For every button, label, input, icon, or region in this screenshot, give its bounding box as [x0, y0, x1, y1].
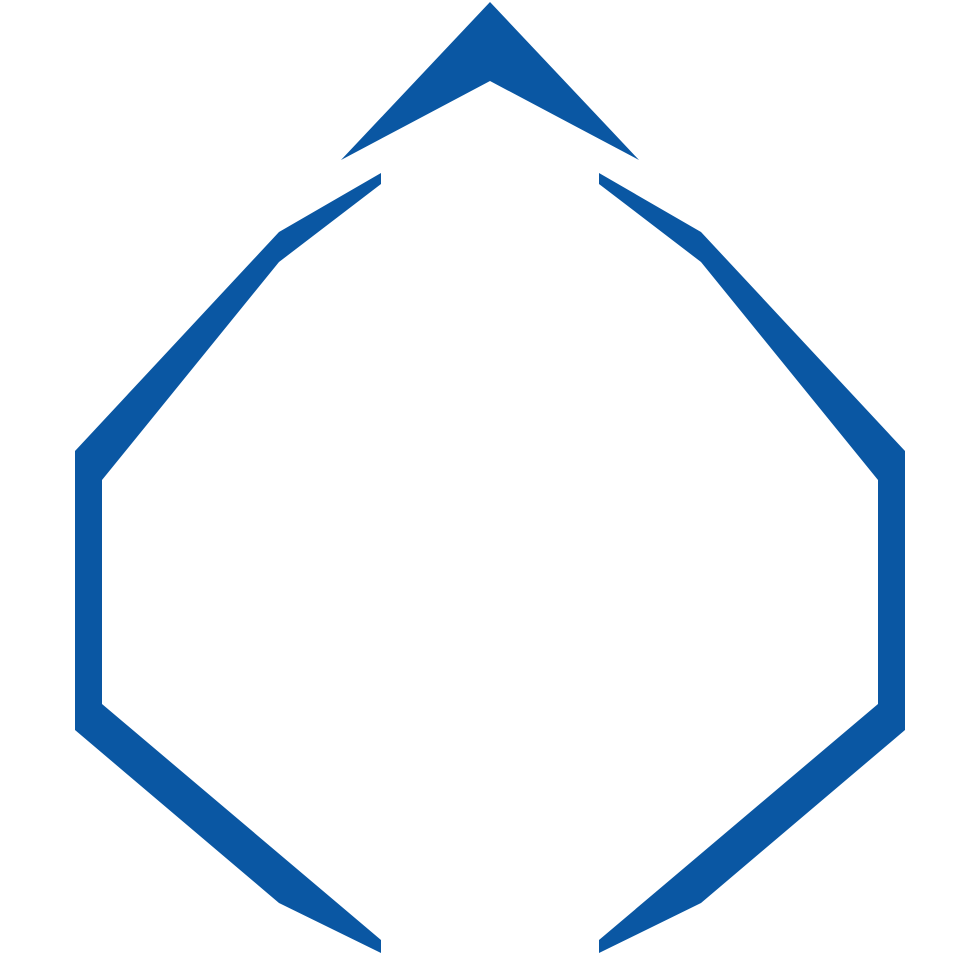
outer-left-side	[75, 173, 381, 953]
outer-top-chevron	[341, 2, 639, 160]
outer-right-side	[599, 173, 905, 953]
outer-frame	[75, 2, 905, 953]
